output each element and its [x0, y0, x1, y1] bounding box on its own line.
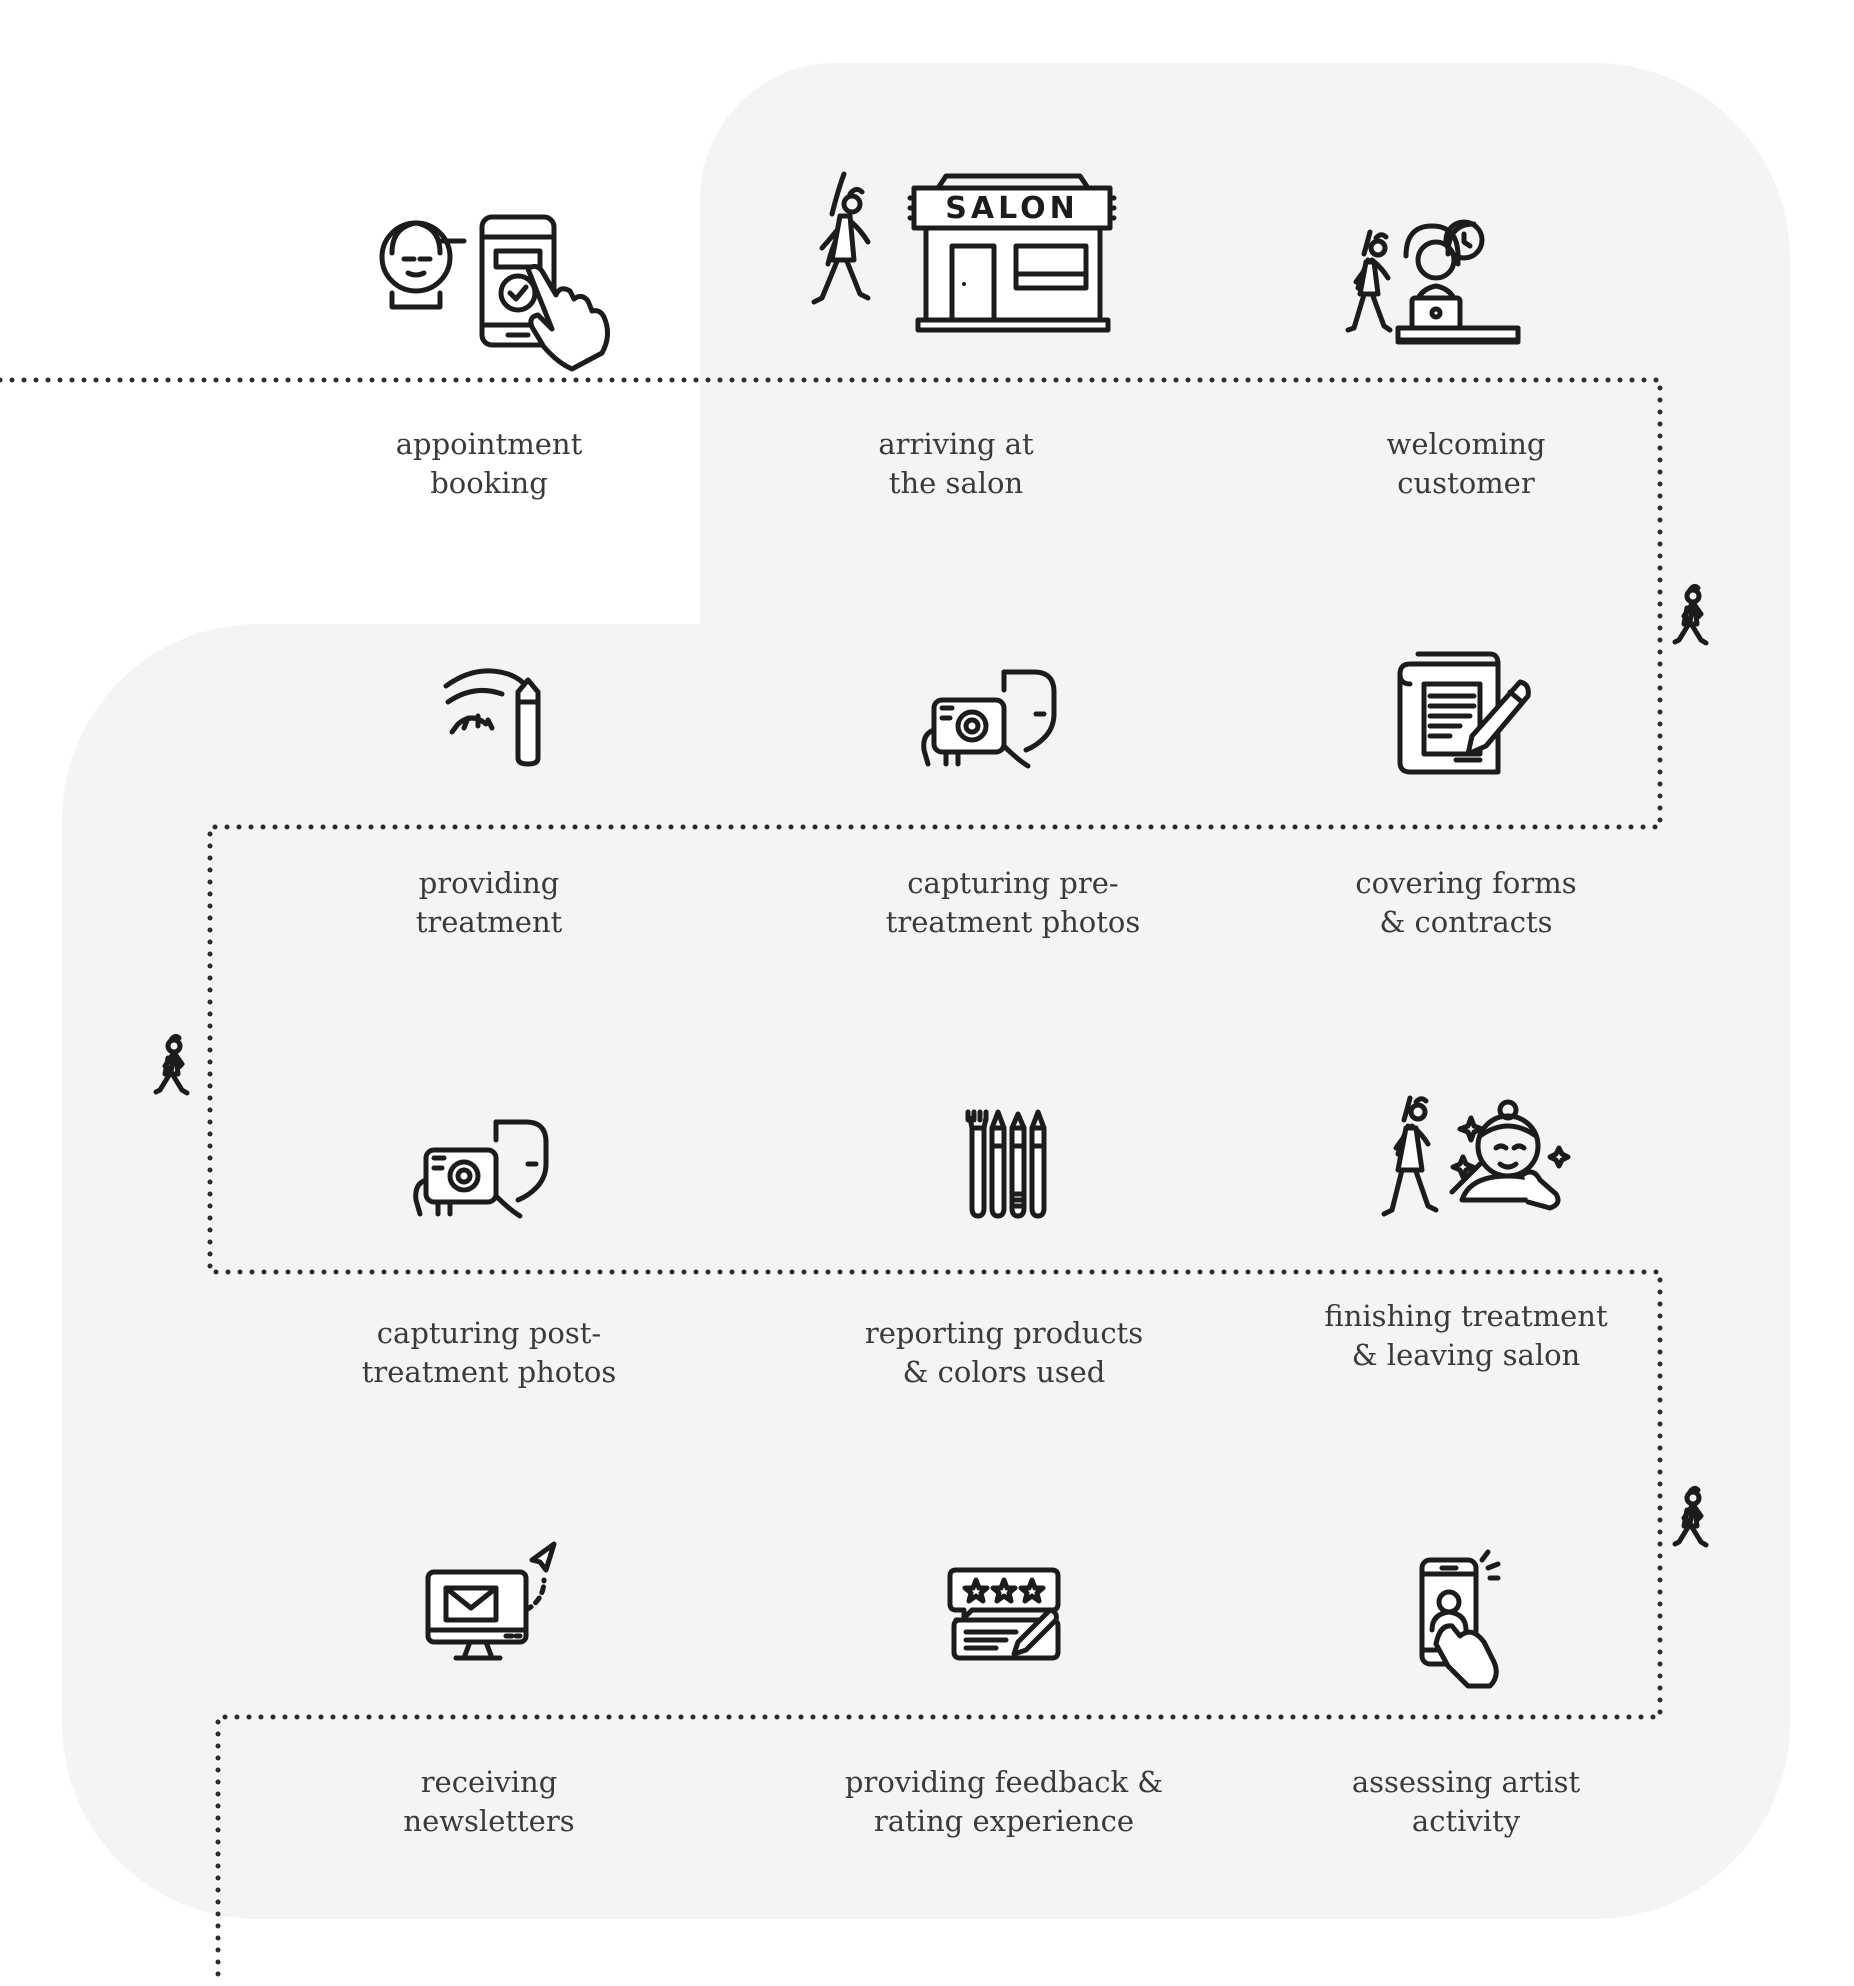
brush-tools-icon	[965, 1109, 1047, 1219]
salon-sign-text: SALON	[945, 191, 1078, 226]
step-label-line: appointment	[395, 427, 583, 461]
step-label-welcoming-customer: welcoming customer	[1276, 425, 1656, 503]
step-label-line: treatment photos	[361, 1355, 617, 1389]
step-label-line: newsletters	[403, 1804, 575, 1838]
step-label-finishing-treatment-leaving-salon: finishing treatment & leaving salon	[1276, 1297, 1656, 1375]
eyebrow-pencil-icon	[443, 668, 541, 767]
step-label-line: capturing post-	[376, 1316, 602, 1350]
step-label-providing-feedback-rating-experience: providing feedback & rating experience	[814, 1763, 1194, 1841]
step-label-providing-treatment: providing treatment	[299, 864, 679, 942]
step-label-line: rating experience	[873, 1804, 1135, 1838]
step-label-capturing-post-treatment-photos: capturing post- treatment photos	[299, 1314, 679, 1392]
step-label-reporting-products-colors-used: reporting products & colors used	[814, 1314, 1194, 1392]
happy-customer-icon	[1381, 1095, 1571, 1217]
step-label-line: the salon	[888, 466, 1024, 500]
background-panel	[62, 63, 1790, 1919]
step-label-receiving-newsletters: receiving newsletters	[299, 1763, 679, 1841]
step-label-covering-forms-contracts: covering forms & contracts	[1276, 864, 1656, 942]
step-label-line: reporting products	[864, 1316, 1144, 1350]
step-label-line: booking	[430, 466, 548, 500]
contract-pen-icon	[1397, 651, 1531, 775]
step-label-line: receiving	[420, 1765, 558, 1799]
reception-desk-icon	[1345, 219, 1521, 345]
step-label-line: & contracts	[1379, 905, 1553, 939]
newsletter-monitor-icon	[425, 1541, 557, 1661]
salon-storefront-icon: SALON	[811, 171, 1117, 333]
step-label-line: assessing artist	[1351, 1765, 1581, 1799]
step-label-line: finishing treatment	[1324, 1299, 1608, 1333]
step-label-line: providing	[418, 866, 560, 900]
step-label-line: capturing pre-	[907, 866, 1119, 900]
step-label-line: treatment photos	[885, 905, 1141, 939]
step-label-arriving-at-the-salon: arriving at the salon	[766, 425, 1146, 503]
step-label-capturing-pre-treatment-photos: capturing pre- treatment photos	[823, 864, 1203, 942]
step-label-line: & leaving salon	[1351, 1338, 1581, 1372]
step-label-line: & colors used	[902, 1355, 1106, 1389]
step-label-line: covering forms	[1355, 866, 1577, 900]
step-label-line: arriving at	[878, 427, 1034, 461]
phone-booking-icon	[379, 214, 610, 372]
step-label-assessing-artist-activity: assessing artist activity	[1276, 1763, 1656, 1841]
step-label-line: activity	[1411, 1804, 1521, 1838]
phone-profile-icon	[1419, 1549, 1501, 1689]
step-label-line: welcoming	[1386, 427, 1546, 461]
rating-stars-icon	[947, 1567, 1061, 1661]
step-label-line: providing feedback &	[844, 1765, 1164, 1799]
step-label-appointment-booking: appointment booking	[299, 425, 679, 503]
step-label-line: customer	[1397, 466, 1535, 500]
step-label-line: treatment	[415, 905, 563, 939]
